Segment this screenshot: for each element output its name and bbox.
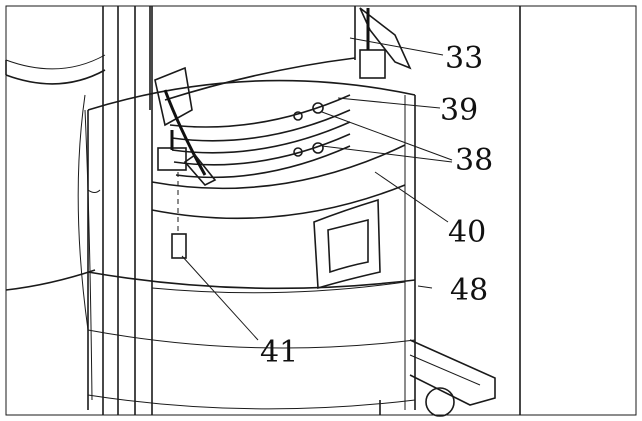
leader-lines	[181, 37, 453, 341]
clamp-right	[359, 7, 412, 79]
label-48: 48	[450, 273, 488, 308]
hopper-rings	[149, 6, 356, 179]
clamp-left	[154, 66, 217, 186]
background-drum-left	[5, 54, 106, 401]
spacer-part-41	[171, 172, 187, 259]
label-39: 39	[440, 93, 478, 128]
label-33: 33	[445, 41, 483, 76]
inspection-window	[313, 198, 381, 290]
label-38: 38	[455, 143, 493, 178]
frame-posts	[102, 6, 153, 415]
frame-border	[5, 5, 637, 416]
label-40: 40	[448, 215, 486, 250]
main-drum	[87, 79, 416, 410]
label-41: 41	[260, 335, 298, 370]
wheel-frame	[379, 339, 496, 417]
